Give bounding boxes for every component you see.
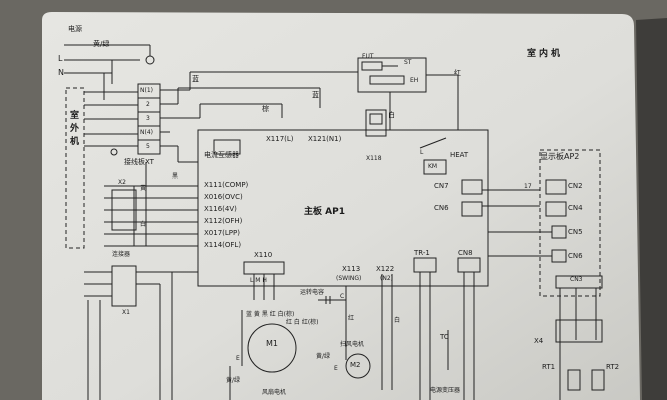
label-yellow: 黄 [140,185,147,192]
label-yellow-green-2: 黄/绿 [316,353,331,360]
label-wire-colors2: 红 白 红(棕) [286,319,319,326]
label-l-heat: L [420,149,424,156]
label-x016: X016(OVC) [204,193,243,201]
label-yellow-green-1: 黄/绿 [226,377,241,384]
label-tr1: TR-1 [414,249,430,257]
label-plate [42,12,640,400]
label-e-2: E [334,365,338,372]
label-x2: X2 [118,179,126,186]
label-cn6: CN6 [434,204,449,212]
label-17: 17 [524,183,532,190]
label-x121: X121(N1) [308,135,342,143]
label-ct: 电流互感器 [204,151,239,159]
label-x110: X110 [254,251,273,259]
label-brown-1: 棕 [262,105,269,113]
label-display-board: 显示板AP2 [540,152,580,161]
label-cn4: CN4 [568,204,583,212]
label-fan-motor: 风扇电机 [262,389,287,396]
label-l: L [58,54,63,63]
label-swing: (SWING) [336,275,362,282]
label-rt1: RT1 [542,363,556,371]
label-blue-1: 蓝 [192,75,199,83]
label-x4: X4 [534,337,544,345]
label-black: 黑 [172,173,179,180]
label-cn6b: CN6 [568,252,583,260]
label-t3: 3 [146,115,150,122]
label-x114: X114(OFL) [204,241,242,249]
label-swing-motor: 扫风电机 [340,341,365,348]
label-x116: X116(4V) [204,205,237,213]
label-x122: X122 [376,265,395,273]
label-cn3: CN3 [570,276,583,283]
label-terminal-block: 接线板XT [124,158,154,166]
label-x113: X113 [342,265,361,273]
label-white-x2: 白 [140,221,147,228]
label-m1: M1 [266,339,278,348]
label-power: 电源 [68,25,82,33]
label-transformer: 电源变压器 [430,387,461,394]
label-c: C [340,293,345,300]
label-st: ST [404,59,412,66]
label-x117: X117(L) [266,135,294,143]
label-x1: X1 [122,309,130,316]
label-main-board: 主板 AP1 [304,207,345,217]
label-cn8: CN8 [458,249,473,257]
label-blue-2: 蓝 [312,91,319,99]
label-x118: X118 [366,155,382,162]
label-outdoor-unit: 室外机 [68,110,78,149]
label-lmh: L M H [250,277,267,284]
label-t2: 2 [146,101,150,108]
label-power-color: 黄/绿 [93,40,110,48]
label-rt2: RT2 [606,363,620,371]
label-x017: X017(LPP) [204,229,240,237]
label-x111: X111(COMP) [204,181,249,189]
label-t5: 5 [146,143,150,150]
label-km: KM [428,163,438,170]
label-red-heater: 红 [454,69,461,77]
label-m2: M2 [350,361,361,369]
label-red-swing: 红 [348,315,355,322]
label-heat: HEAT [450,151,469,159]
label-white-n2: 白 [394,317,401,324]
label-wire-colors: 蓝 黄 黑 红 白(棕) [246,311,295,318]
label-n4: N(4) [140,129,153,136]
label-white-x118: 白 [388,111,395,119]
label-fut: FUT [362,53,374,60]
label-tc: TC [440,333,449,341]
label-cn2: CN2 [568,182,583,190]
label-cn5: CN5 [568,228,583,236]
label-connector: 连接器 [112,251,131,258]
label-cn7: CN7 [434,182,449,190]
label-eh: EH [410,77,419,84]
label-e-1: E [236,355,240,362]
label-n2: (N2) [380,275,393,282]
label-n1: N(1) [140,87,153,94]
label-cap: 运转电容 [300,289,325,296]
label-n: N [58,68,64,77]
label-indoor-unit: 室内机 [527,49,564,59]
label-x112: X112(OFH) [204,217,243,225]
